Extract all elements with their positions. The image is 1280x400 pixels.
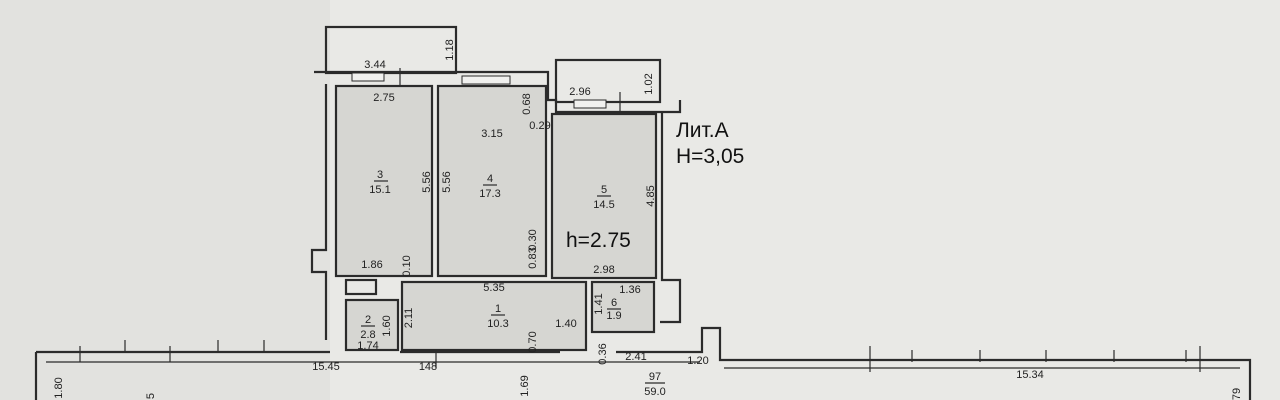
- dimension-label: 15.45: [312, 361, 340, 373]
- dimension-label: 1.18: [444, 39, 456, 60]
- dimension-label: 4.85: [645, 185, 657, 206]
- dimension-label: 2.96: [569, 86, 590, 98]
- room-area: 17.3: [479, 188, 500, 200]
- ceiling-height-label: h=2.75: [566, 229, 631, 252]
- window-right: [573, 99, 607, 109]
- dimension-label: 2.11: [403, 308, 415, 329]
- letter-label: Лит.А: [676, 119, 729, 142]
- room-number: 1: [495, 303, 501, 315]
- dimension-label: 0.30: [527, 229, 539, 250]
- dimension-label: 3.44: [364, 59, 385, 71]
- room-4: [436, 84, 548, 278]
- corridor-wall-right: [400, 326, 1252, 400]
- room-area: 2.8: [360, 329, 375, 341]
- dimension-label: 1.80: [53, 377, 65, 398]
- room-label-6: 6 1.9: [606, 297, 621, 322]
- dimension-label: 1.36: [619, 284, 640, 296]
- room-label-2: 2 2.8: [360, 314, 375, 341]
- dimension-label: 1.40: [555, 318, 576, 330]
- room-label-5: 5 14.5: [593, 184, 614, 211]
- balcony-right: [554, 58, 662, 104]
- room-label-4: 4 17.3: [479, 173, 500, 200]
- outer-wall-right: [660, 112, 682, 324]
- room-area: 59.0: [644, 386, 665, 398]
- paper-shadow: [0, 0, 330, 400]
- dimension-label: 15.34: [1016, 369, 1044, 381]
- room-number: 6: [611, 297, 617, 309]
- room-area: 1.9: [606, 310, 621, 322]
- dimension-label: 0.70: [527, 331, 539, 352]
- room-area: 15.1: [369, 184, 390, 196]
- room-label-1: 1 10.3: [487, 303, 508, 330]
- dimension-label: 0.29: [529, 120, 550, 132]
- dimension-label: 1.69: [519, 375, 531, 396]
- dimension-label: 2.75: [373, 92, 394, 104]
- corridor-inner-line: [46, 361, 1240, 369]
- window-middle: [461, 75, 511, 85]
- outer-wall-left: [310, 84, 328, 340]
- dimension-label: 79: [1231, 388, 1243, 400]
- dimension-label: 2.98: [593, 264, 614, 276]
- dimension-label: 5.56: [421, 171, 433, 192]
- room-number: 2: [365, 314, 371, 326]
- dimension-label: 1.41: [593, 293, 605, 314]
- room-label-97: 97 59.0: [644, 371, 665, 398]
- dimension-label: 1.86: [361, 259, 382, 271]
- dimension-label: 1.60: [381, 315, 393, 336]
- room-area: 14.5: [593, 199, 614, 211]
- dimension-label: 3.15: [481, 128, 502, 140]
- dimension-label: 148: [419, 361, 437, 373]
- dimension-label: 0.68: [521, 93, 533, 114]
- dimension-label: 5: [145, 393, 157, 399]
- dimension-label: 1.20: [687, 355, 708, 367]
- dimension-label: 5.56: [441, 171, 453, 192]
- room-6: [590, 280, 656, 334]
- room-label-3: 3 15.1: [369, 169, 390, 196]
- dimension-label: 1.02: [643, 73, 655, 94]
- room-number: 97: [649, 371, 661, 383]
- wall-ticks: [79, 340, 1201, 372]
- outer-wall-top: [314, 70, 682, 114]
- room-number: 3: [377, 169, 383, 181]
- dimension-label: 0.10: [401, 255, 413, 276]
- dimension-label: 2.41: [625, 351, 646, 363]
- dimension-label: 1.74: [357, 340, 378, 352]
- room-number: 4: [487, 173, 493, 185]
- room-area: 10.3: [487, 318, 508, 330]
- room-1: [400, 280, 588, 352]
- storage-niche: [344, 278, 378, 296]
- room-number: 5: [601, 184, 607, 196]
- dimension-label: 5.35: [483, 282, 504, 294]
- building-height-label: H=3,05: [676, 145, 744, 168]
- window-left: [351, 72, 385, 82]
- corridor-wall-left: [34, 350, 330, 400]
- dimension-label: 0.83: [527, 247, 539, 268]
- dimension-label: 0.36: [597, 343, 609, 364]
- room-2: [344, 298, 400, 352]
